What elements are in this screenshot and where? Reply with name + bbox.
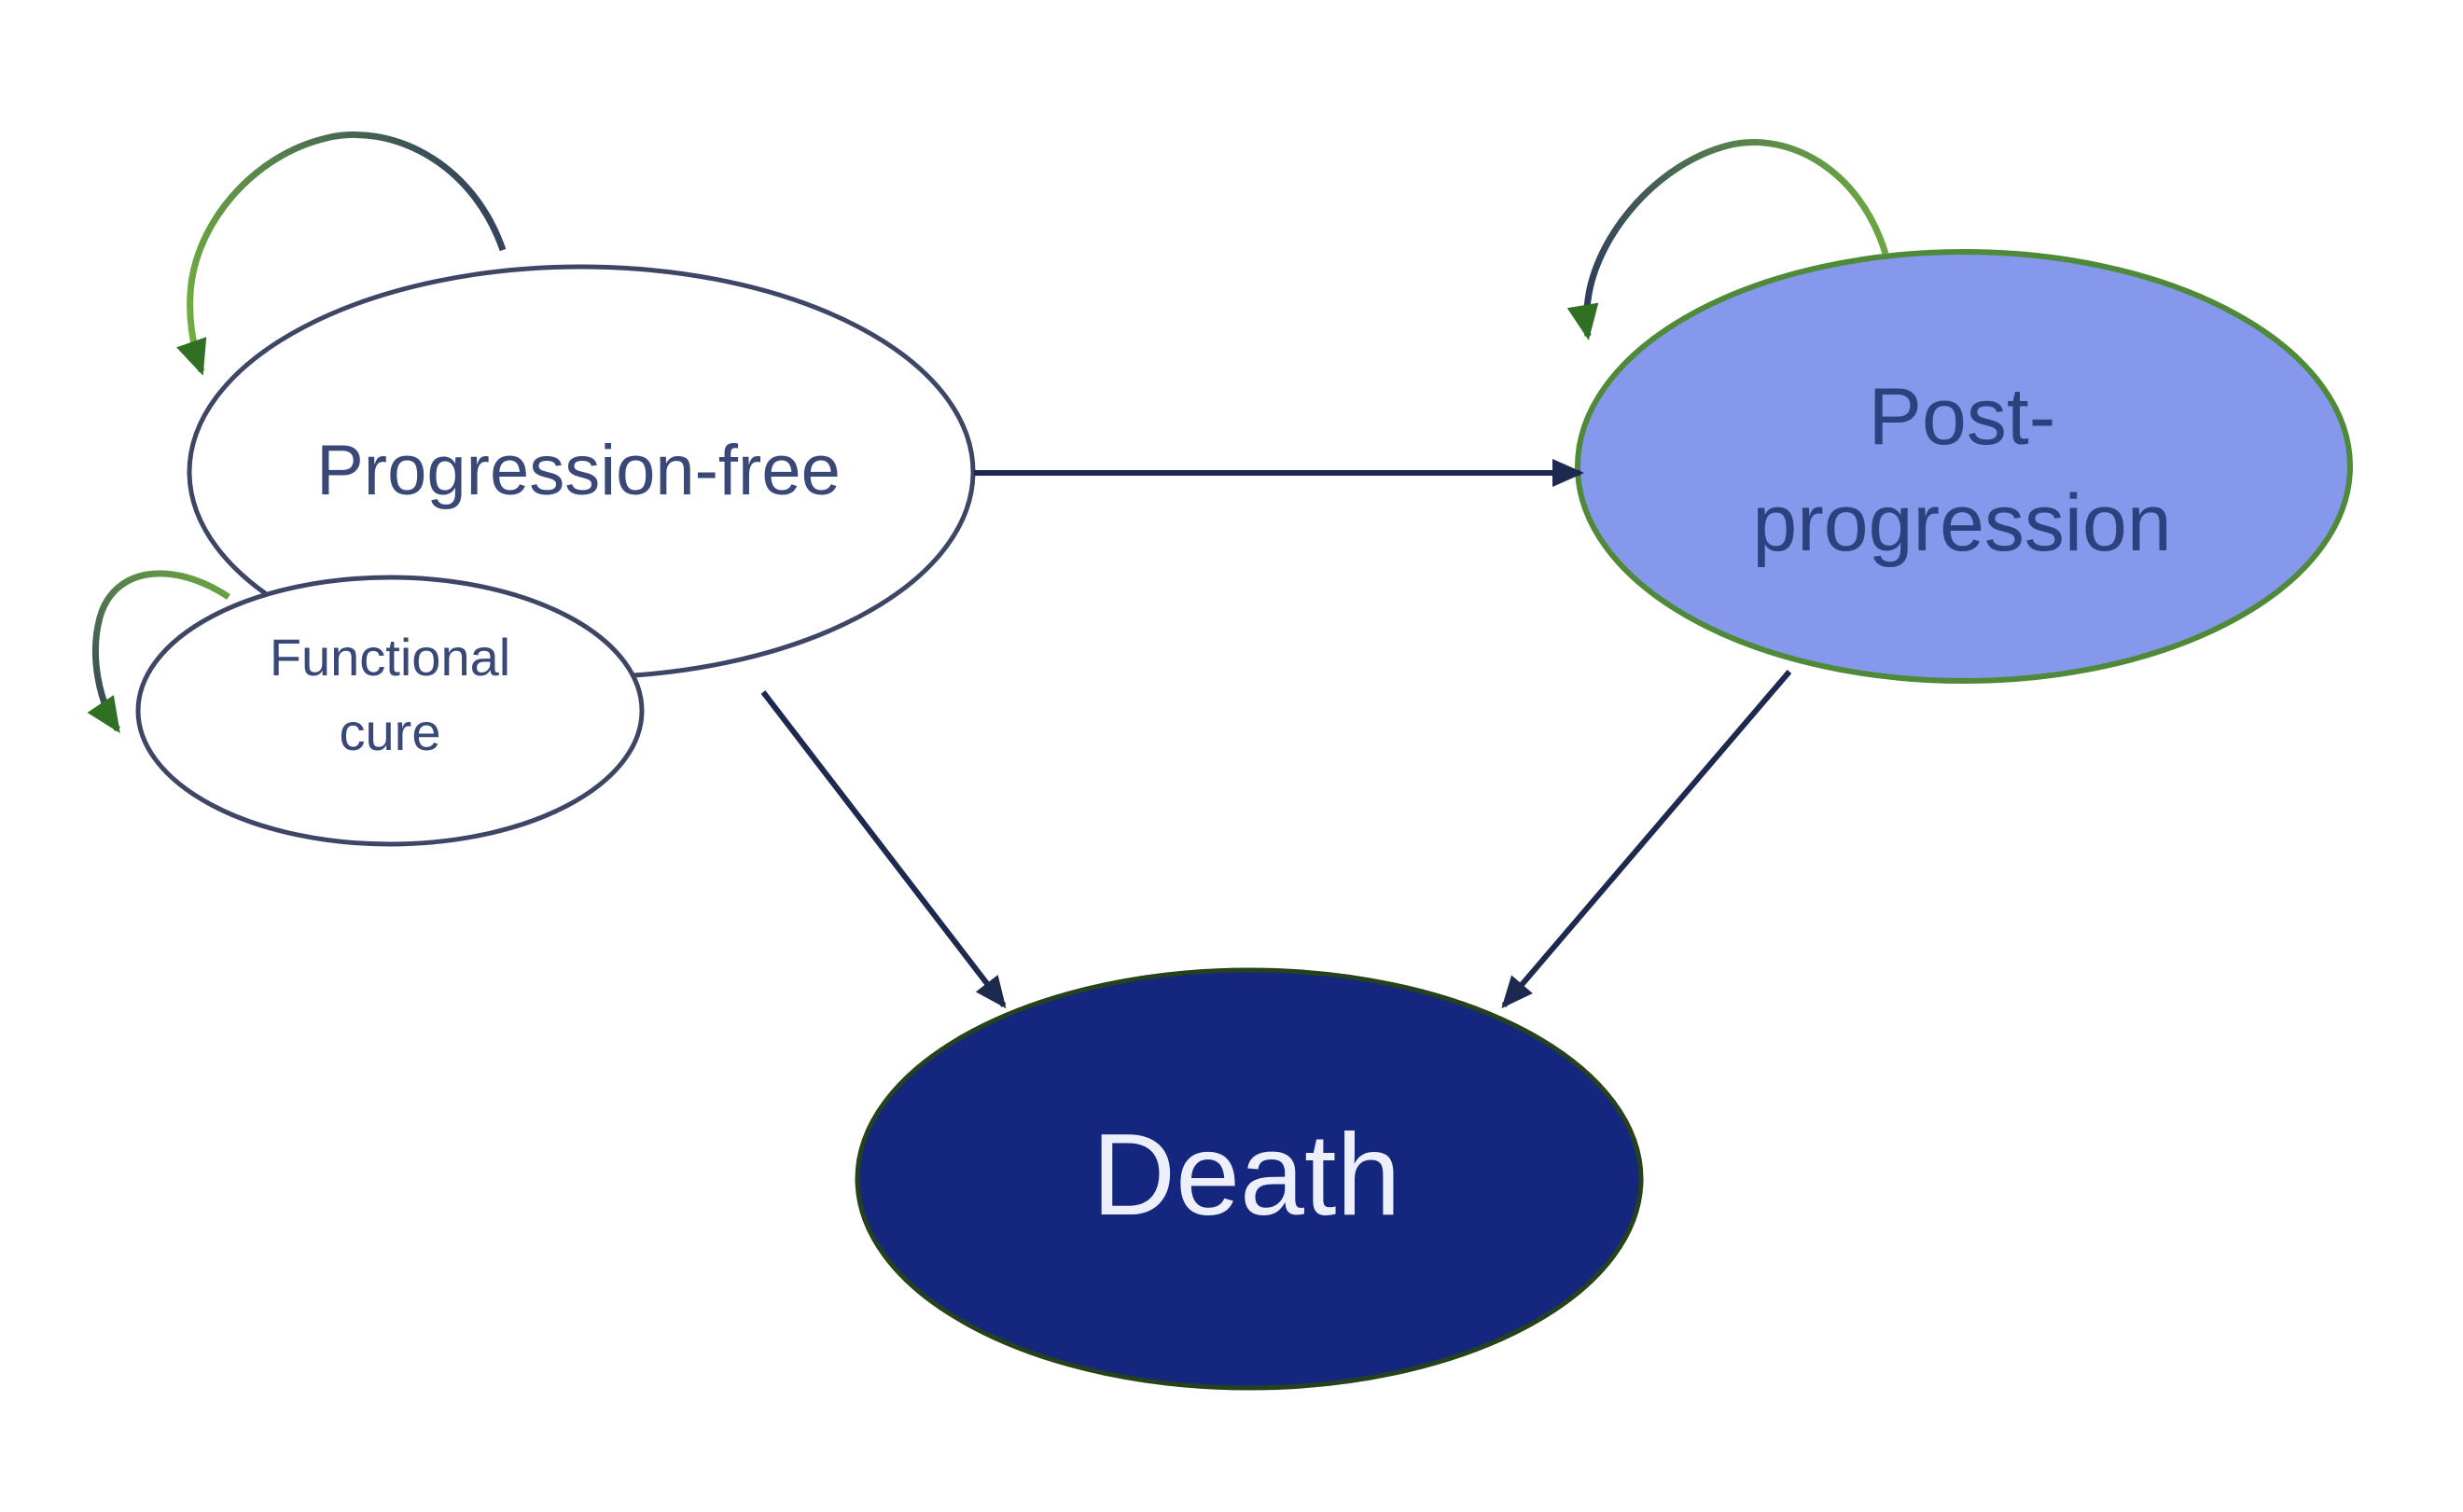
arrow-progression-free-to-death bbox=[760, 690, 1007, 1009]
label-post-progression-line2: progression bbox=[1752, 479, 2171, 568]
label-death: Death bbox=[1092, 1111, 1401, 1240]
node-functional-cure bbox=[135, 575, 645, 847]
label-post-progression-line1: Post- bbox=[1869, 372, 2056, 462]
label-progression-free: Progression-free bbox=[316, 431, 841, 510]
node-death bbox=[855, 967, 1644, 1391]
node-post-progression bbox=[1575, 249, 2353, 684]
self-loop-progression-free bbox=[176, 132, 507, 376]
label-functional-cure-line1: Functional bbox=[270, 628, 510, 687]
label-functional-cure-line2: cure bbox=[340, 702, 441, 761]
self-loop-functional-cure bbox=[87, 570, 230, 734]
arrow-post-progression-to-death bbox=[1501, 670, 1792, 1009]
self-loop-post-progression bbox=[1566, 139, 1889, 340]
